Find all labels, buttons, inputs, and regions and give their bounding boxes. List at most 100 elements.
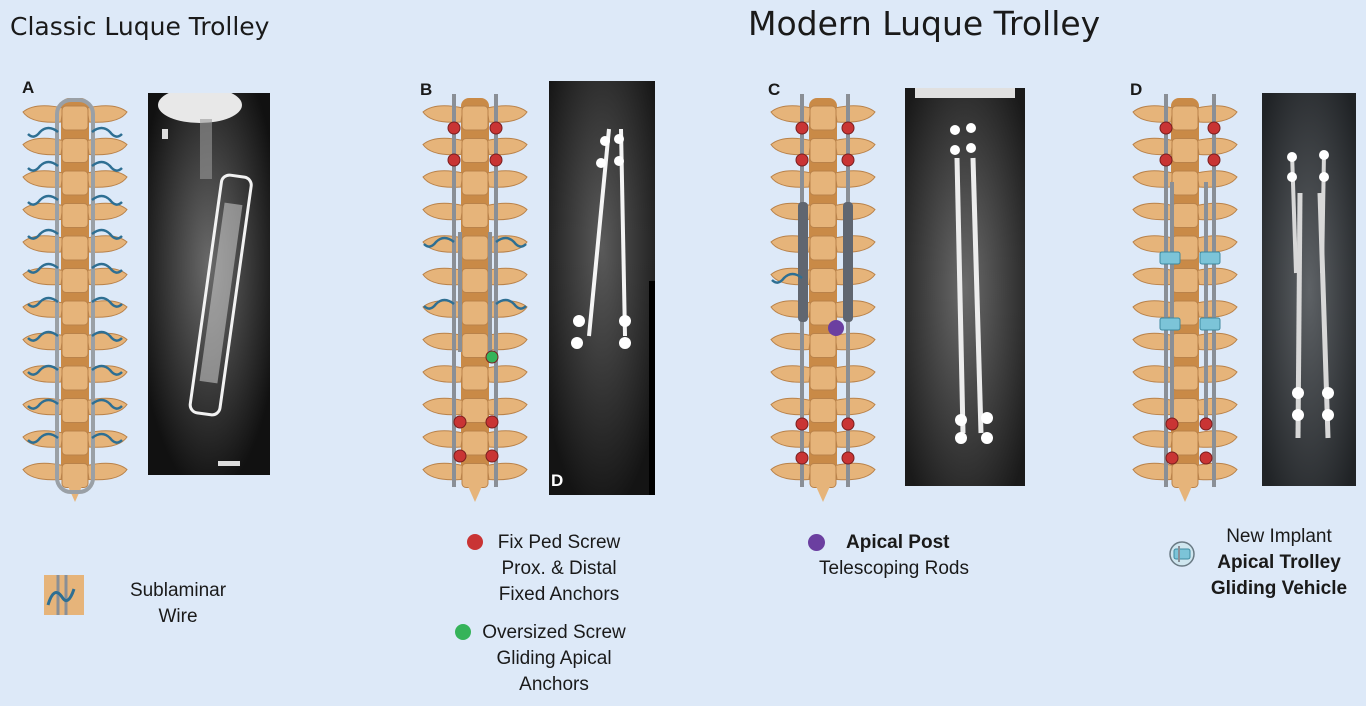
sublaminar-wire bbox=[91, 262, 123, 274]
vertebra-process-right bbox=[1196, 137, 1238, 156]
vertebra-body bbox=[809, 463, 837, 488]
sublaminar-wire bbox=[91, 364, 123, 376]
vertebra-body bbox=[1171, 170, 1199, 196]
vertebra-process-left bbox=[422, 462, 464, 481]
vertebra-body bbox=[1171, 365, 1199, 391]
legend-oversized-line3: Anchors bbox=[519, 674, 589, 695]
vertebra-body bbox=[61, 398, 89, 423]
vertebra-body bbox=[61, 138, 89, 163]
vertebra-body bbox=[61, 268, 89, 293]
legend-oversized-line1: Oversized Screw bbox=[482, 622, 626, 643]
vertebra-process-right bbox=[86, 170, 128, 188]
vertebra-body bbox=[61, 300, 89, 326]
vertebra-body bbox=[461, 463, 489, 488]
fixed-screw bbox=[841, 417, 855, 431]
trolley-vehicle bbox=[1159, 317, 1181, 331]
vertebra-process-left bbox=[1132, 462, 1174, 481]
vertebra-body bbox=[61, 463, 89, 488]
trolley-vehicle bbox=[1199, 317, 1221, 331]
sublaminar-wire bbox=[27, 160, 59, 172]
vertebra-body bbox=[809, 268, 837, 293]
gliding-screw bbox=[485, 350, 499, 364]
fixed-screw bbox=[1165, 417, 1179, 431]
vertebra-process-left bbox=[422, 202, 464, 221]
vertebra-body bbox=[461, 138, 489, 163]
vertebra-process-left bbox=[770, 430, 812, 448]
vertebra-body bbox=[1171, 463, 1199, 488]
vertebra-process-right bbox=[86, 105, 128, 123]
vertebra-process-left bbox=[22, 462, 64, 481]
vertebra-process-right bbox=[1196, 397, 1238, 416]
vertebra-body bbox=[61, 170, 89, 196]
vertebra-body bbox=[461, 170, 489, 196]
vertebra-body bbox=[61, 365, 89, 391]
xray-image-b: D bbox=[549, 81, 655, 495]
panel-d-letter: D bbox=[1130, 80, 1143, 99]
vertebra-body bbox=[809, 300, 837, 326]
vertebra-body bbox=[809, 105, 837, 131]
sublaminar-wire bbox=[91, 160, 123, 172]
vertebra-process-right bbox=[486, 332, 528, 351]
vertebra-body bbox=[809, 138, 837, 163]
sublaminar-wire bbox=[27, 296, 59, 308]
vertebra-process-left bbox=[770, 105, 812, 123]
vertebra-process-right bbox=[1196, 430, 1238, 448]
vertebra-process-right bbox=[86, 462, 128, 481]
sublaminar-wire bbox=[91, 194, 123, 206]
vertebra-process-right bbox=[834, 430, 876, 448]
vertebra-process-right bbox=[1196, 235, 1238, 253]
vertebra-process-left bbox=[1132, 105, 1174, 123]
spine-diagram-c bbox=[770, 94, 876, 502]
vertebra-process-left bbox=[422, 105, 464, 123]
vertebra-body bbox=[1171, 203, 1199, 228]
fixed-screw-dot bbox=[467, 534, 483, 550]
legend-fix-ped-line2: Prox. & Distal bbox=[501, 558, 617, 579]
vertebra-body bbox=[461, 300, 489, 326]
vertebra-body bbox=[809, 365, 837, 391]
legend-new-implant-line1: New Implant bbox=[1226, 526, 1332, 547]
coccyx bbox=[815, 484, 831, 502]
panel-c-letter: C bbox=[768, 80, 781, 99]
xray-image-c bbox=[905, 88, 1025, 486]
apical-post bbox=[828, 320, 844, 336]
vertebra-body bbox=[61, 333, 89, 358]
vertebra-body bbox=[809, 170, 837, 196]
sublaminar-wire bbox=[27, 364, 59, 376]
vertebra-process-right bbox=[1196, 170, 1238, 188]
vertebra-process-right bbox=[86, 235, 128, 253]
vertebra-body bbox=[61, 430, 89, 456]
vertebra-process-left bbox=[22, 137, 64, 156]
fixed-screw bbox=[795, 153, 809, 167]
vertebra-process-left bbox=[1132, 170, 1174, 188]
fixed-screw bbox=[841, 153, 855, 167]
telescoping-sleeve-right bbox=[843, 202, 853, 322]
vertebra-process-left bbox=[422, 170, 464, 188]
fixed-screw bbox=[841, 451, 855, 465]
vertebra-process-right bbox=[834, 267, 876, 286]
sublaminar-wire bbox=[423, 298, 455, 310]
legend-sublaminar: Sublaminar Wire bbox=[118, 578, 238, 630]
trolley-vehicle bbox=[1199, 251, 1221, 265]
vertebra-body bbox=[1171, 333, 1199, 358]
apical-post-dot bbox=[808, 534, 825, 551]
trolley-vehicle bbox=[1159, 251, 1181, 265]
vertebra-process-left bbox=[22, 170, 64, 188]
legend-fix-ped: Fix Ped Screw Prox. & Distal Fixed Ancho… bbox=[484, 530, 634, 608]
vertebra-process-right bbox=[834, 300, 876, 318]
vertebra-body bbox=[1171, 105, 1199, 131]
fixed-screw bbox=[1199, 451, 1213, 465]
vertebra-process-left bbox=[1132, 332, 1174, 351]
telescoping-sleeve-left bbox=[798, 202, 808, 322]
xray-b-letter: D bbox=[551, 471, 564, 490]
vertebra-process-left bbox=[422, 137, 464, 156]
legend-new-implant-line3: Gliding Vehicle bbox=[1210, 578, 1348, 599]
vertebra-process-right bbox=[86, 202, 128, 221]
vertebra-process-left bbox=[770, 462, 812, 481]
vertebra-process-left bbox=[770, 137, 812, 156]
panel-a-letter: A bbox=[22, 78, 35, 97]
fixed-screw bbox=[1159, 121, 1173, 135]
vertebra-process-right bbox=[834, 105, 876, 123]
vertebra-process-right bbox=[86, 137, 128, 156]
vertebra-process-right bbox=[1196, 202, 1238, 221]
vertebra-body bbox=[1171, 138, 1199, 163]
